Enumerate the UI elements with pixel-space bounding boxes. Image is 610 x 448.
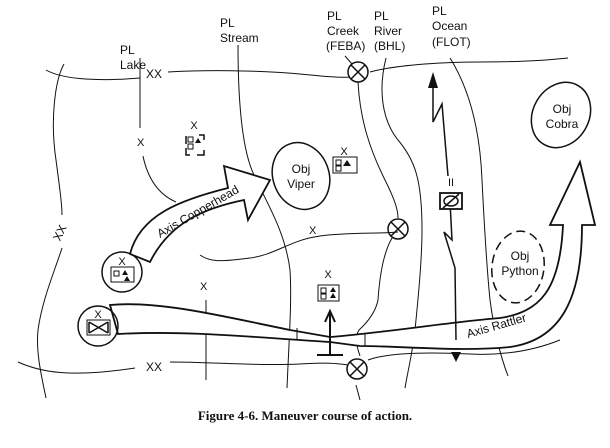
objective-cobra-line1: Obj: [553, 102, 572, 116]
division-boundary-bottom-label: XX: [146, 360, 162, 374]
figure-caption: Figure 4-6. Maneuver course of action.: [198, 408, 412, 423]
pl-river-line3: (BHL): [374, 39, 405, 53]
unit-echelon-label: X: [324, 269, 332, 281]
phase-line-label-stream: PL Stream: [220, 16, 259, 45]
support-by-fire-position: [317, 308, 343, 356]
pl-stream-line1: PL: [220, 16, 235, 30]
pl-ocean-line1: PL: [432, 4, 447, 18]
axis-copperhead: Axis Copperhead: [128, 164, 272, 264]
phase-line-label-ocean: PL Ocean (FLOT): [432, 4, 471, 49]
phase-line-lake: [139, 58, 177, 203]
phase-line-label-creek: PL Creek (FEBA): [326, 9, 365, 53]
brigade-boundary-center: [199, 231, 399, 380]
pl-stream-line2: Stream: [220, 31, 259, 45]
division-boundary-left: [37, 63, 65, 399]
passage-point-middle: [387, 218, 409, 240]
objective-viper-line2: Viper: [287, 177, 315, 191]
unit-brigade-reserve: X: [185, 120, 205, 156]
division-boundary-top: [45, 57, 569, 81]
pl-creek-line3: (FEBA): [326, 39, 365, 53]
brigade-boundary-mark: X: [137, 137, 145, 149]
objective-cobra-line2: Cobra: [546, 117, 579, 131]
pl-river-line1: PL: [374, 9, 389, 23]
screen-line-north: [432, 82, 457, 341]
division-boundary-top-label: XX: [146, 67, 162, 81]
unit-echelon-label: X: [94, 309, 102, 321]
objective-python: Obj Python: [491, 230, 545, 304]
cavalry-screen-unit: II: [428, 72, 463, 362]
objective-python-line1: Obj: [511, 249, 530, 263]
arrowhead-south-icon: [451, 352, 461, 362]
brigade-boundary-mark-2: X: [200, 281, 208, 293]
objective-viper-line1: Obj: [292, 162, 311, 176]
unit-brigade-viper: X: [332, 146, 358, 174]
unit-echelon-label: X: [190, 120, 198, 132]
pl-ocean-line3: (FLOT): [432, 35, 471, 49]
objective-viper: Obj Viper: [271, 141, 331, 211]
pl-river-line2: River: [374, 24, 402, 38]
unit-echelon-label: X: [118, 256, 126, 268]
unit-echelon-label: X: [340, 146, 348, 158]
phase-line-stream: [237, 44, 292, 389]
objective-cobra: Obj Cobra: [530, 81, 592, 149]
pl-lake-line2: Lake: [120, 58, 146, 72]
passage-point-south: [346, 358, 368, 380]
division-boundary-bottom: [17, 339, 561, 374]
arrowhead-north-icon: [428, 72, 438, 88]
division-boundary-left-label: XX: [50, 223, 69, 243]
brigade-boundary-mark-3: X: [309, 225, 317, 237]
phase-line-label-lake: PL Lake: [120, 43, 146, 72]
pl-creek-line2: Creek: [327, 24, 360, 38]
phase-line-creek: [344, 55, 399, 401]
passage-point-north: [347, 61, 369, 83]
pl-lake-line1: PL: [120, 43, 135, 57]
unit-echelon-label: II: [448, 177, 454, 189]
unit-armor-brigade-rattler: X: [77, 305, 119, 347]
objective-python-line2: Python: [501, 264, 538, 278]
phase-line-label-river: PL River (BHL): [374, 9, 405, 53]
axis-copperhead-arrow: [128, 164, 272, 264]
unit-brigade-copperhead: X: [101, 251, 143, 293]
axis-rattler-arrow: [108, 159, 597, 350]
pl-creek-line1: PL: [327, 9, 342, 23]
pl-ocean-line2: Ocean: [432, 19, 467, 33]
unit-brigade-center: X: [317, 269, 340, 302]
